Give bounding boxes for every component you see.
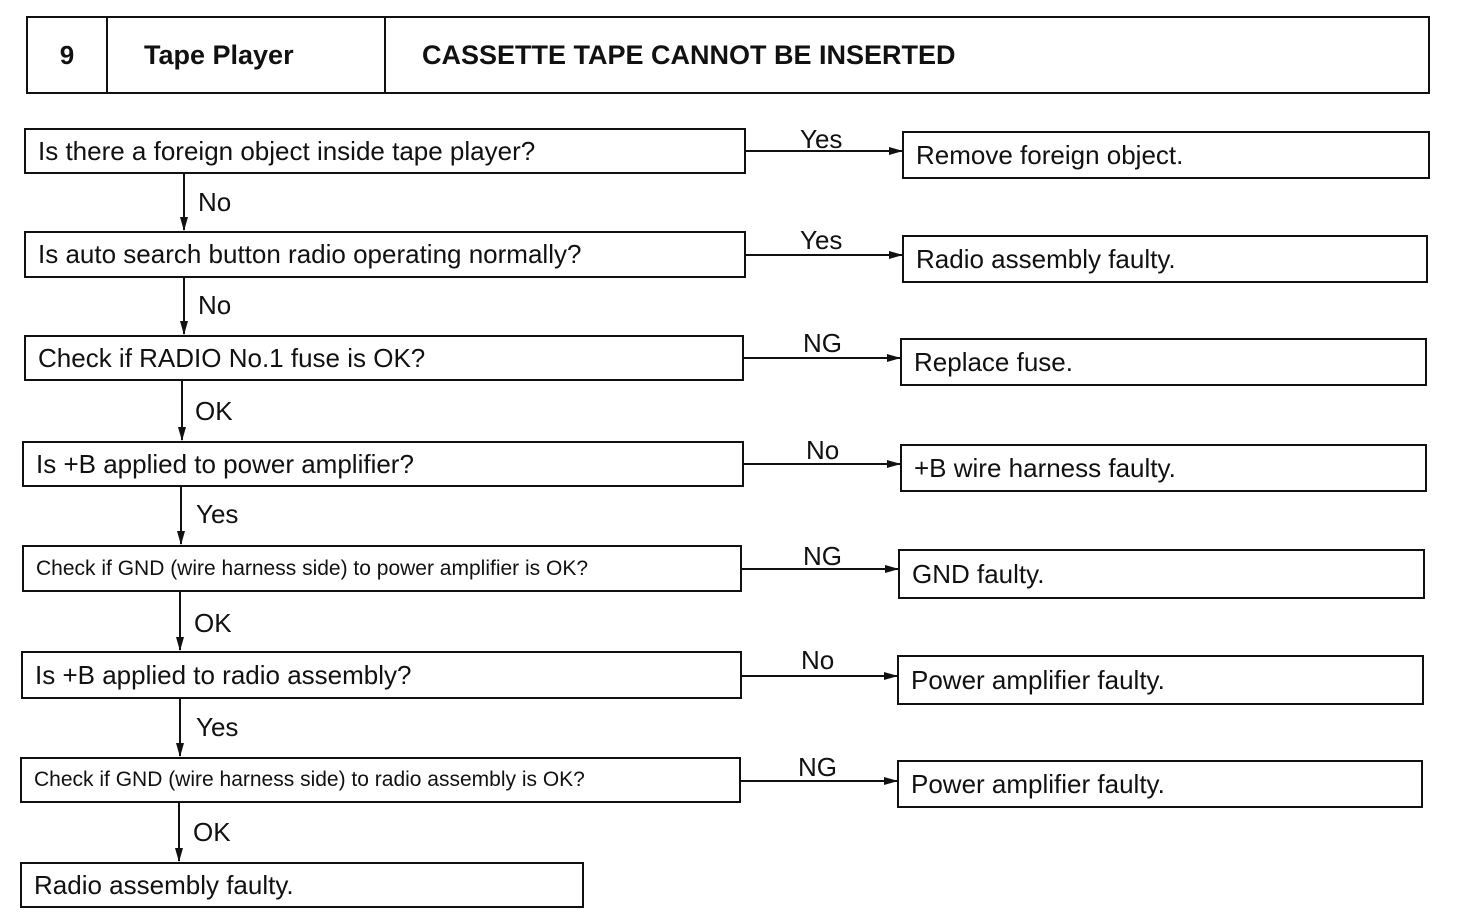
result-box-2: Radio assembly faulty. xyxy=(902,235,1428,283)
result-box-4: +B wire harness faulty. xyxy=(900,444,1427,492)
result-box-6: Power amplifier faulty. xyxy=(897,655,1424,705)
branch-label-1: Yes xyxy=(800,124,843,154)
result-box-1: Remove foreign object. xyxy=(902,131,1430,179)
question-box-6: Is +B applied to radio assembly? xyxy=(21,651,742,699)
down-label-4: Yes xyxy=(196,499,239,529)
down-label-6: Yes xyxy=(196,712,239,742)
down-label-1: No xyxy=(198,187,232,217)
header-table: 9 Tape Player CASSETTE TAPE CANNOT BE IN… xyxy=(26,16,1430,94)
final-result-box: Radio assembly faulty. xyxy=(20,862,584,908)
branch-label-5: NG xyxy=(803,541,842,571)
branch-label-7: NG xyxy=(798,752,837,782)
section-name: Tape Player xyxy=(108,18,386,92)
down-label-3: OK xyxy=(195,396,233,426)
question-box-3: Check if RADIO No.1 fuse is OK? xyxy=(24,335,744,381)
result-box-3: Replace fuse. xyxy=(900,338,1427,386)
question-box-4: Is +B applied to power amplifier? xyxy=(22,441,744,487)
branch-label-6: No xyxy=(801,645,835,675)
result-box-7: Power amplifier faulty. xyxy=(897,760,1423,808)
down-label-5: OK xyxy=(194,608,232,638)
branch-label-3: NG xyxy=(803,328,842,358)
down-label-7: OK xyxy=(193,817,231,847)
branch-label-2: Yes xyxy=(800,225,843,255)
question-box-5: Check if GND (wire harness side) to powe… xyxy=(22,545,742,592)
question-box-1: Is there a foreign object inside tape pl… xyxy=(24,128,746,174)
page-title: CASSETTE TAPE CANNOT BE INSERTED xyxy=(422,39,956,70)
result-box-5: GND faulty. xyxy=(898,549,1425,599)
branch-label-4: No xyxy=(806,435,840,465)
down-label-2: No xyxy=(198,290,232,320)
section-number: 9 xyxy=(28,18,108,92)
question-box-2: Is auto search button radio operating no… xyxy=(24,231,746,278)
question-box-7: Check if GND (wire harness side) to radi… xyxy=(20,757,741,803)
